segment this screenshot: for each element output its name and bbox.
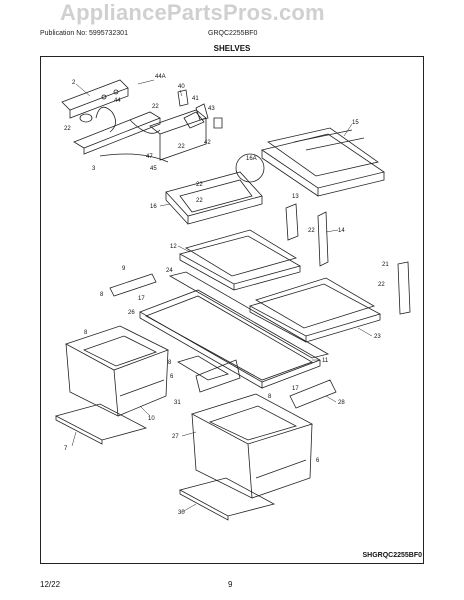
diagram-title: SHELVES — [213, 44, 251, 53]
part-label: 28 — [338, 400, 345, 406]
part-label: 7 — [64, 446, 68, 452]
part-label: 6 — [316, 458, 320, 464]
part-label: 44A — [155, 74, 166, 80]
support-frame — [195, 359, 241, 393]
part-label: 9 — [122, 266, 126, 272]
part-label: 22 — [64, 126, 71, 132]
part-label: 43 — [208, 106, 215, 112]
footer-date: 12/22 — [40, 580, 61, 589]
part-label: 14 — [338, 228, 345, 234]
part-label: 10 — [148, 416, 155, 422]
light-housing-assembly — [61, 79, 223, 163]
shelf-23 — [248, 277, 382, 343]
publication-number: Publication No: 5995732301 — [40, 30, 128, 37]
part-label: 17 — [138, 296, 145, 302]
part-label: 22 — [152, 104, 159, 110]
part-label: 31 — [174, 400, 181, 406]
diagram-frame — [40, 56, 424, 564]
part-label: 11 — [322, 358, 329, 364]
glass-cover-30 — [178, 477, 276, 521]
part-label: 44 — [114, 98, 121, 104]
part-label: 13 — [292, 194, 299, 200]
bracket-13 — [285, 203, 299, 241]
model-number: GRQC2255BF0 — [208, 30, 258, 37]
part-label: 8 — [84, 330, 88, 336]
part-label: 23 — [374, 334, 381, 340]
part-label: 30 — [178, 510, 185, 516]
part-label: 8 — [100, 292, 104, 298]
part-label: 8 — [168, 360, 172, 366]
part-label: 15 — [352, 120, 359, 126]
bracket-9 — [109, 273, 157, 297]
part-label: 45 — [150, 166, 157, 172]
part-label: 40 — [178, 84, 185, 90]
part-label: 22 — [178, 144, 185, 150]
glass-cover-7 — [54, 403, 148, 445]
part-label: 16A — [246, 156, 257, 162]
support-6 — [177, 355, 229, 381]
part-label: 6 — [170, 374, 174, 380]
diagram-code: SHGRQC2255BF0 — [362, 552, 422, 559]
part-label: 12 — [170, 244, 177, 250]
part-label: 22 — [378, 282, 385, 288]
crisper-cover-16 — [165, 153, 265, 225]
crisper-drawer-27 — [190, 393, 314, 499]
part-label: 21 — [382, 262, 389, 268]
part-label: 47 — [146, 154, 153, 160]
part-label: 42 — [204, 140, 211, 146]
shelf-15 — [261, 127, 385, 197]
watermark: AppliancePartsPros.com — [60, 0, 325, 25]
bracket-14 — [317, 211, 329, 267]
part-label: 26 — [128, 310, 135, 316]
shelf-12 — [178, 229, 302, 291]
part-label: 8 — [268, 394, 272, 400]
part-label: 22 — [308, 228, 315, 234]
bracket-21 — [397, 261, 411, 315]
crisper-drawer-10 — [64, 325, 170, 417]
part-label: 24 — [166, 268, 173, 274]
part-label: 22 — [196, 198, 203, 204]
bracket-28 — [289, 379, 337, 409]
part-label: 22 — [196, 182, 203, 188]
part-label: 27 — [172, 434, 179, 440]
part-label: 17 — [292, 386, 299, 392]
part-label: 16 — [150, 204, 157, 210]
part-labels: 2 44A 40 44 41 43 22 22 22 42 47 3 45 15… — [64, 74, 389, 516]
page-number: 9 — [228, 580, 233, 589]
part-label: 3 — [92, 166, 96, 172]
part-label: 2 — [72, 80, 76, 86]
part-label: 41 — [192, 96, 199, 102]
